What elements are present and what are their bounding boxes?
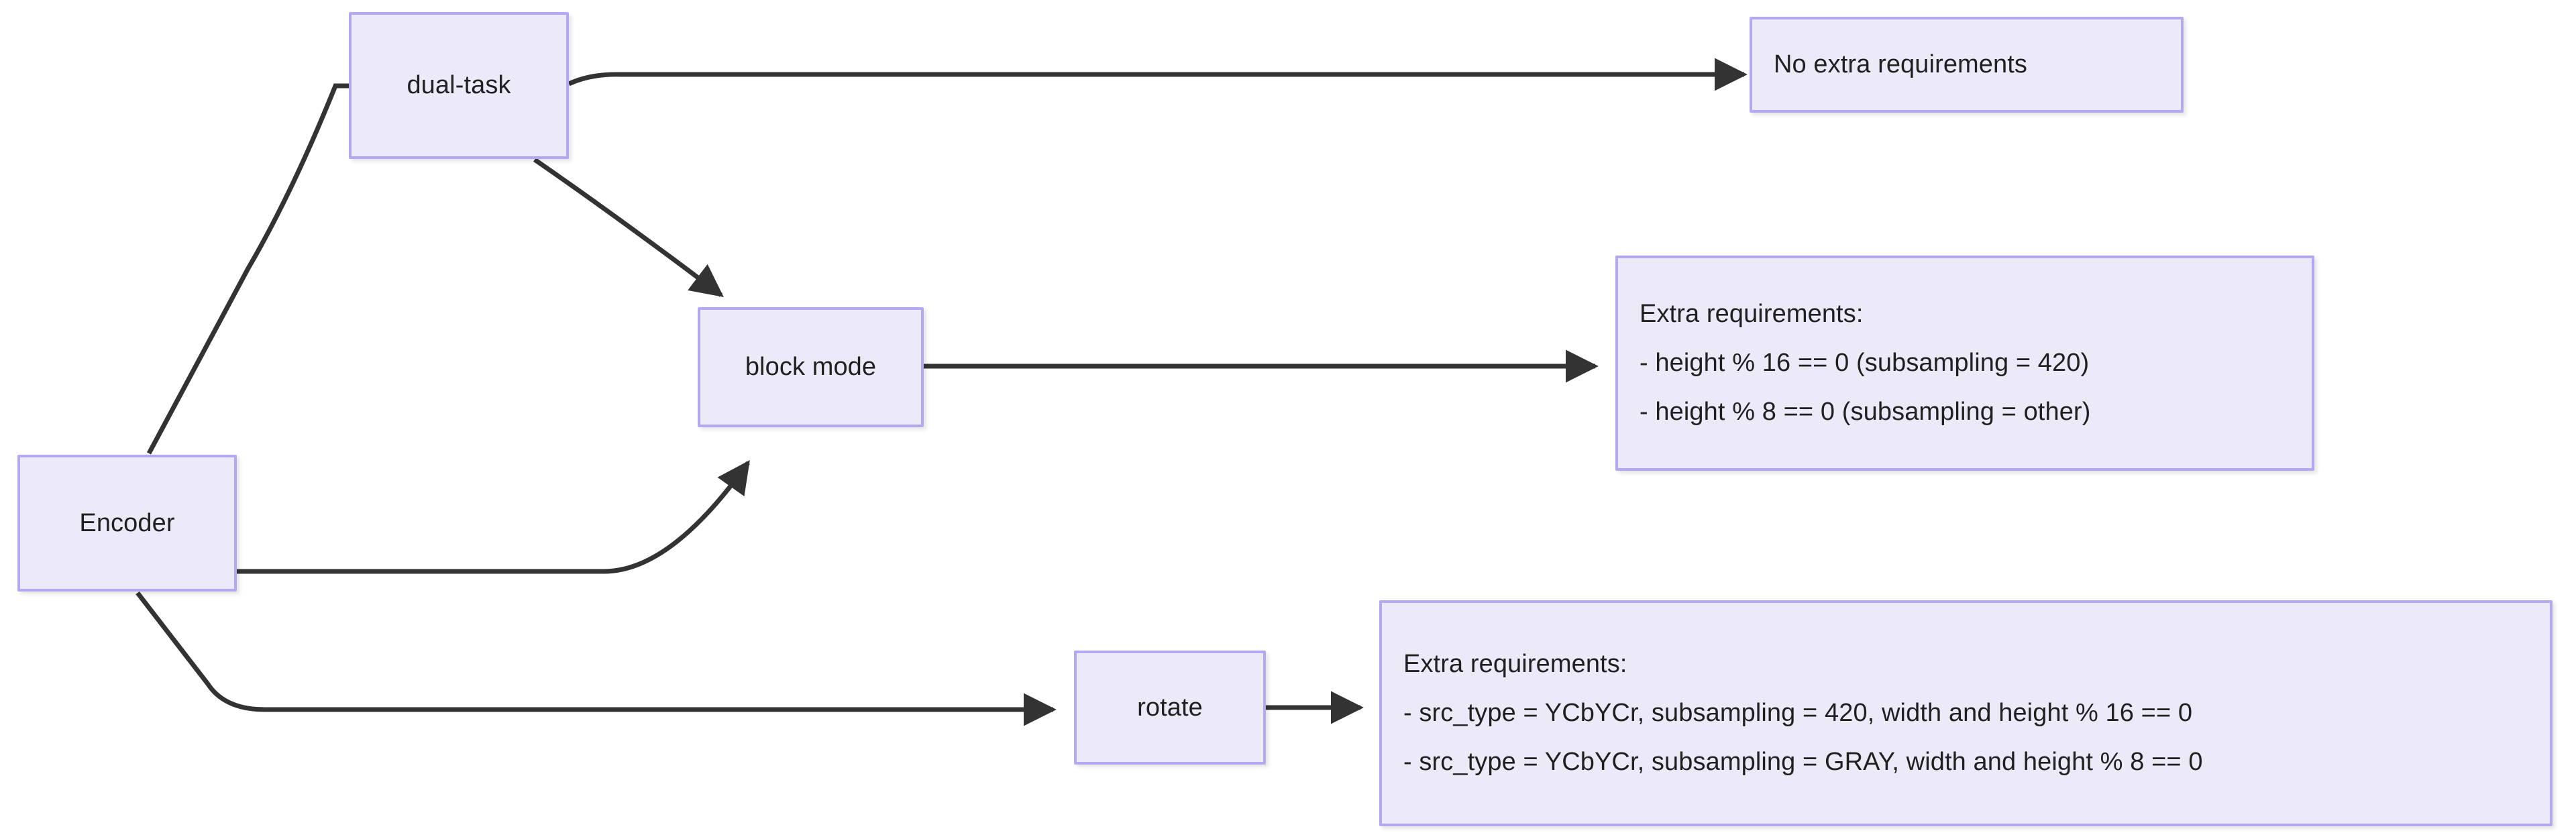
edge-encoder-to-dual-task xyxy=(146,69,386,455)
node-text-line: Extra requirements: xyxy=(1640,300,1864,329)
node-extra-requirements-height-label: Extra requirements: - height % 16 == 0 (s… xyxy=(1618,299,2090,427)
node-text-line: - height % 8 == 0 (subsampling = other) xyxy=(1640,397,2091,426)
node-dual-task[interactable]: dual-task xyxy=(349,12,569,159)
edge-dual-task-to-block-mode xyxy=(533,158,724,297)
node-no-extra-requirements[interactable]: No extra requirements xyxy=(1750,17,2184,113)
node-block-mode-label: block mode xyxy=(745,353,877,382)
node-rotate-label: rotate xyxy=(1137,693,1203,722)
node-text-line: - src_type = YCbYCr, subsampling = GRAY,… xyxy=(1403,747,2203,776)
node-rotate[interactable]: rotate xyxy=(1074,651,1266,765)
node-extra-requirements-rotate-label: Extra requirements: - src_type = YCbYCr, … xyxy=(1382,649,2203,777)
edge-dual-task-to-no-extra xyxy=(568,58,1748,91)
node-text-line: Extra requirements: xyxy=(1403,650,1627,679)
edge-encoder-to-block-mode xyxy=(237,460,750,574)
node-dual-task-label: dual-task xyxy=(407,71,511,100)
node-text-line: - src_type = YCbYCr, subsampling = 420, … xyxy=(1403,699,2193,728)
node-extra-requirements-height[interactable]: Extra requirements: - height % 16 == 0 (s… xyxy=(1615,256,2314,471)
node-text-line: - height % 16 == 0 (subsampling = 420) xyxy=(1640,349,2090,378)
node-block-mode[interactable]: block mode xyxy=(698,307,924,427)
node-encoder-label: Encoder xyxy=(79,508,175,537)
node-extra-requirements-rotate[interactable]: Extra requirements: - src_type = YCbYCr, … xyxy=(1379,600,2553,826)
edge-encoder-to-rotate xyxy=(136,591,1057,726)
node-encoder[interactable]: Encoder xyxy=(17,455,237,592)
node-no-extra-requirements-label: No extra requirements xyxy=(1774,50,2028,79)
